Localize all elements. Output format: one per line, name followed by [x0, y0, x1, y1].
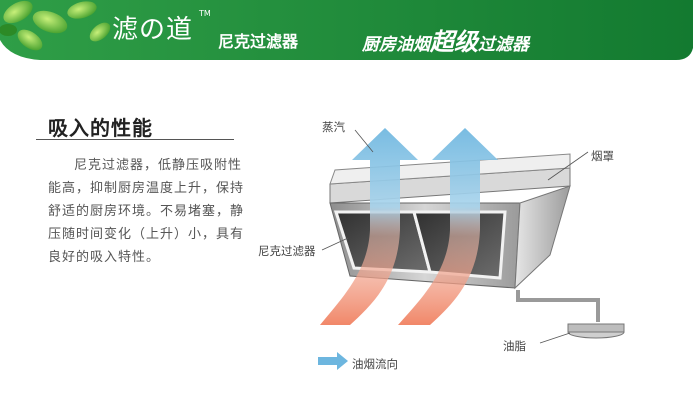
label-filter: 尼克过滤器: [258, 244, 316, 258]
leaf-decoration-icon: [0, 0, 111, 51]
tagline-suffix: 过滤器: [478, 35, 529, 55]
tagline-emphasis: 超级: [430, 28, 478, 56]
tagline-prefix: 厨房油烟: [362, 35, 430, 55]
grease-drain-pipe: [516, 290, 625, 339]
legend-flow-direction: 油烟流向: [352, 357, 398, 371]
section-divider: [36, 139, 234, 140]
label-steam: 蒸汽: [322, 120, 345, 134]
section-title: 吸入的性能: [48, 116, 153, 140]
brand-logo: 滤の道: [112, 15, 194, 45]
section-body: 尼克过滤器，低静压吸附性能高，抑制厨房温度上升，保持舒适的厨房环境。不易堵塞，静…: [48, 158, 245, 265]
header-background: [0, 0, 693, 60]
hood-body: [329, 153, 571, 290]
label-grease: 油脂: [503, 339, 526, 353]
trademark-mark: TM: [199, 9, 211, 18]
brand-product-name: 尼克过滤器: [218, 32, 299, 51]
airflow-arrow-right: [398, 128, 498, 325]
label-hood: 烟罩: [591, 149, 614, 163]
tagline: 厨房油烟超级过滤器: [362, 22, 529, 57]
flow-direction-arrow-icon: [318, 352, 348, 370]
airflow-arrow-left: [320, 128, 418, 325]
header-banner: 滤の道 TM 尼克过滤器 厨房油烟超级过滤器: [0, 0, 693, 62]
filter-panels: [333, 210, 507, 280]
